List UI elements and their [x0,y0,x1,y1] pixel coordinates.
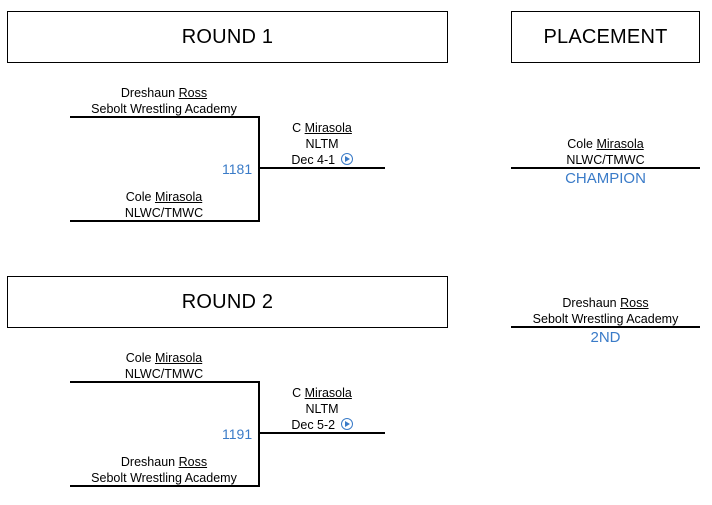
r2-vertical-connector [258,381,260,487]
second-place-wrestler[interactable]: Dreshaun Ross Sebolt Wrestling Academy [511,295,700,327]
champion-label: CHAMPION [565,170,646,187]
wrestler-last-name[interactable]: Ross [620,296,649,310]
play-circle-icon[interactable] [340,153,353,165]
winner-last-name[interactable]: Mirasola [304,386,352,400]
r1-winner-line [258,167,385,169]
r2-bout-number[interactable]: 1191 [222,426,253,442]
r2-bottom-line [70,485,260,487]
wrestler-team: Sebolt Wrestling Academy [532,312,679,326]
r2-top-line [70,381,260,383]
placement-title: PLACEMENT [543,25,668,48]
wrestler-team: NLWC/TMWC [124,367,204,381]
wrestler-first-name: Cole [125,351,152,365]
wrestler-last-name[interactable]: Mirasola [596,137,644,151]
wrestler-team: NLWC/TMWC [124,206,204,220]
second-place-label: 2ND [590,329,621,346]
round-1-header: ROUND 1 [7,11,448,63]
champion-line [511,167,700,169]
r2-winner-line [258,432,385,434]
r2-top-wrestler[interactable]: Cole Mirasola NLWC/TMWC [70,350,258,382]
wrestler-last-name[interactable]: Ross [178,86,208,100]
placement-header: PLACEMENT [511,11,700,63]
r1-bottom-line [70,220,260,222]
r1-winner[interactable]: C Mirasola NLTM Dec 4-1 [258,120,386,168]
match-result: Dec 5-2 [291,418,336,432]
r2-bottom-wrestler[interactable]: Dreshaun Ross Sebolt Wrestling Academy [70,454,258,486]
winner-team: NLTM [305,402,339,416]
match-result: Dec 4-1 [291,153,336,167]
wrestler-first-name: Cole [567,137,593,151]
round-2-header: ROUND 2 [7,276,448,328]
wrestler-team: NLWC/TMWC [566,153,645,167]
wrestler-last-name[interactable]: Ross [178,455,208,469]
winner-team: NLTM [305,137,339,151]
r2-winner[interactable]: C Mirasola NLTM Dec 5-2 [258,385,386,433]
champion-wrestler[interactable]: Cole Mirasola NLWC/TMWC [511,136,700,168]
wrestler-last-name[interactable]: Mirasola [154,190,203,204]
second-place-line [511,326,700,328]
wrestler-first-name: Dreshaun [562,296,617,310]
winner-last-name[interactable]: Mirasola [304,121,352,135]
wrestler-last-name[interactable]: Mirasola [154,351,203,365]
round-2-title: ROUND 2 [181,290,274,313]
wrestler-first-name: Dreshaun [120,455,176,469]
r1-top-line [70,116,260,118]
wrestler-team: Sebolt Wrestling Academy [91,471,237,485]
r1-top-wrestler[interactable]: Dreshaun Ross Sebolt Wrestling Academy [70,85,258,117]
r1-bottom-wrestler[interactable]: Cole Mirasola NLWC/TMWC [70,189,258,221]
play-circle-icon[interactable] [340,418,353,430]
r1-vertical-connector [258,116,260,222]
wrestler-team: Sebolt Wrestling Academy [91,102,237,116]
round-1-title: ROUND 1 [181,25,274,48]
wrestler-first-name: Dreshaun [120,86,176,100]
winner-first-initial: C [292,386,302,400]
wrestler-first-name: Cole [125,190,152,204]
r1-bout-number[interactable]: 1181 [222,161,253,177]
winner-first-initial: C [292,121,302,135]
